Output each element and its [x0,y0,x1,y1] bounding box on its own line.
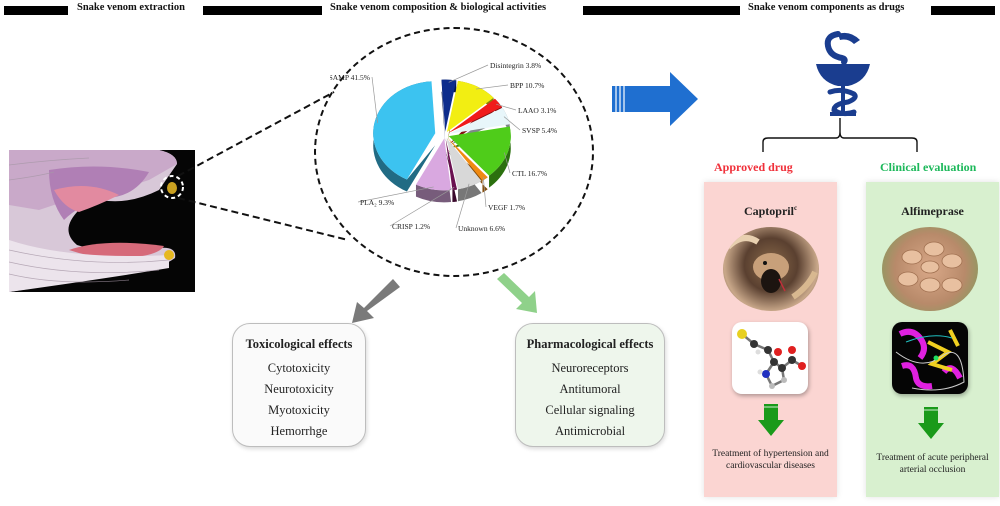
header-drugs: Snake venom components as drugs [748,2,905,13]
pie-label-pla2: PLA₂ 9.3% [360,198,394,207]
header-divider-bar [931,6,995,15]
pie-leader-line [357,186,434,203]
pie-slice-depth-unknown [446,150,482,202]
approved-drug-panel: Captoprilc [704,182,837,497]
split-bracket [762,118,918,152]
header-divider-bar [203,6,322,15]
toxicological-item: Neurotoxicity [264,382,334,396]
pie-label-bpp: BPP 10.7% [510,81,544,90]
captopril-name: Captoprilc [704,204,837,219]
pie-label-crisp: CRISP 1.2% [392,222,430,231]
down-arrow-icon [918,407,944,439]
pie-leader-line [503,152,511,174]
clinical-evaluation-panel: Alfimeprase Treatment of acute periphera… [866,182,999,497]
pie-slice-pla2 [415,138,452,191]
pie-label-ctl: CTL 16.7% [512,169,547,178]
pie-label-svsp: SVSP 5.4% [522,126,557,135]
pie-slice-unknown [446,138,482,190]
pie-leader-line [475,84,509,90]
pharmacological-item: Cellular signaling [545,403,635,417]
pie-slice-depth-vegf [447,149,488,193]
header-extraction: Snake venom extraction [77,2,185,13]
blue-right-arrow [612,72,698,126]
pie-leader-line [448,64,489,83]
toxicological-arrow [352,279,400,323]
toxicological-item: Cytotoxicity [267,361,331,375]
snake-photo-illustration [725,235,818,300]
pie-leader-line [371,76,378,124]
clinical-evaluation-label: Clinical evaluation [880,160,977,174]
down-arrow-icon [758,404,784,436]
captopril-indication: Treatment of hypertension and cardiovasc… [712,449,829,471]
pie-slice-laao [448,98,502,134]
pie-label-unknown: Unknown 6.6% [458,224,505,233]
pie-slice-depth-crisp [445,150,458,203]
pharmacological-item: Antimicrobial [554,424,626,438]
pie-slice-disintegrin [441,79,457,132]
pharmacological-item: Antitumoral [559,382,621,396]
protein-ribbon [895,328,965,391]
pie-label-disintegrin: Disintegrin 3.8% [490,61,541,70]
approved-drug-label: Approved drug [714,160,793,174]
toxicological-item: Hemorrhge [270,424,328,438]
drug-superscript: c [793,204,798,212]
snake-photo-illustration [897,241,963,293]
copperhead-snake-photo [723,227,819,311]
venom-composition-pie-chart: SAMP 41.5% Disintegrin 3.8% BPP 10.7% LAAO … [330,61,557,233]
pie-slice-svsp [448,107,510,134]
pie-leader-line [503,116,521,131]
pie-label-vegf: VEGF 1.7% [488,203,525,212]
alfimeprase-protein-structure [892,322,968,394]
pie-leader-line [496,103,517,111]
snake-illustration [9,150,195,292]
pie-leader-line [482,176,487,208]
pharmacological-effects-box: Pharmacological effects Neuroreceptors A… [515,323,665,447]
captopril-molecule [732,322,808,394]
pie-slice-vegf [447,137,488,181]
pharmacological-title: Pharmacological effects [526,337,654,351]
pie-slice-depth-pla2 [415,150,452,203]
molecule-structure [737,329,806,389]
coiled-snake-photo [882,227,978,311]
pie-slice-depth-ctl [448,126,511,188]
header-divider-bar [4,6,68,15]
toxicological-effects-box: Toxicological effects Cytotoxicity Neuro… [232,323,366,447]
pie-slice-crisp [445,138,458,191]
snake-venom-extraction-photo [9,150,195,292]
pie-label-samp: SAMP 41.5% [330,73,370,82]
alfimeprase-indication: Treatment of acute peripheral arterial o… [876,453,989,475]
pie-leader-line [389,186,455,227]
drug-name-text: Captopril [743,204,794,218]
pie-slice-samp [373,81,436,180]
pie-slice-bpp [446,80,494,133]
venom-composition-circle [314,27,594,277]
toxicological-item: Myotoxicity [268,403,330,417]
pie-slice-ctl [448,126,511,176]
pharmacy-snake-bowl-icon [816,31,870,117]
pharmacological-item: Neuroreceptors [551,361,629,375]
pie-label-laao: LAAO 3.1% [518,106,556,115]
alfimeprase-name: Alfimeprase [901,204,964,218]
header-composition: Snake venom composition & biological act… [330,2,547,13]
pharmacological-arrow [497,273,537,313]
toxicological-title: Toxicological effects [245,337,353,351]
header-divider-bar [583,6,740,15]
pie-leader-line [455,183,470,229]
